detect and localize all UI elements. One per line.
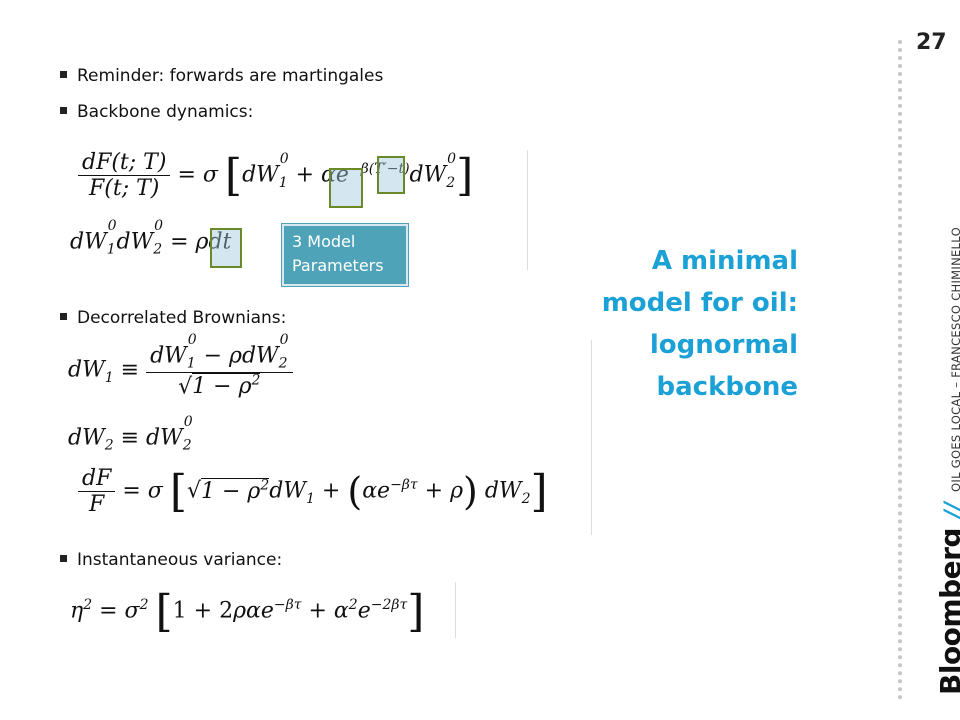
bullet-text: Instantaneous variance: [77,550,283,570]
dotted-divider [898,40,902,700]
callout-line2: Parameters [292,256,384,275]
bullet-text: Reminder: forwards are martingales [77,66,384,86]
equation-edge [455,582,456,638]
bullet-square-icon [60,555,67,562]
equation-edge [591,340,592,535]
bullet-decorrelated: Decorrelated Brownians: [60,308,286,328]
equation-dw2: dW2 ≡ dW20 [68,414,193,454]
bullet-square-icon [60,313,67,320]
equation-variance: η2 = σ2 [1 + 2ραe−βτ + α2e−2βτ] [70,586,425,637]
model-parameters-callout: 3 Model Parameters [282,224,408,286]
bullet-square-icon [60,107,67,114]
bullet-square-icon [60,71,67,78]
bloomberg-logo: Bloomberg [934,528,960,695]
highlight-rho [210,228,242,268]
bullet-variance: Instantaneous variance: [60,550,282,570]
bullet-martingales: Reminder: forwards are martingales [60,66,383,86]
equation-backbone: dF(t; T)F(t; T) = σ [dW10 + αe−β(T′−t)dW… [78,150,473,201]
equation-dw1: dW1 ≡ dW10 − ρdW20√1 − ρ2 [68,332,293,400]
title-line3: lognormal [649,330,798,360]
equation-edge [527,150,528,270]
bullet-text: Backbone dynamics: [77,102,254,122]
highlight-alpha [329,168,363,208]
title-line2: model for oil: [601,288,798,318]
slide-title: A minimal model for oil: lognormal backb… [538,240,798,408]
page-number: 27 [916,30,947,55]
title-line1: A minimal [651,246,798,276]
bullet-text: Decorrelated Brownians: [77,308,287,328]
presentation-footer: OIL GOES LOCAL – FRANCESCO CHIMINELLO [949,227,960,492]
title-line4: backbone [656,372,798,402]
side-band: Bloomberg // OIL GOES LOCAL – FRANCESCO CH… [934,227,960,695]
slash-separator: // [941,501,960,519]
highlight-beta [377,156,405,194]
bullet-backbone-dynamics: Backbone dynamics: [60,102,253,122]
equation-correlation: dW10dW20 = ρdt [70,218,232,258]
callout-line1: 3 Model [292,232,356,251]
